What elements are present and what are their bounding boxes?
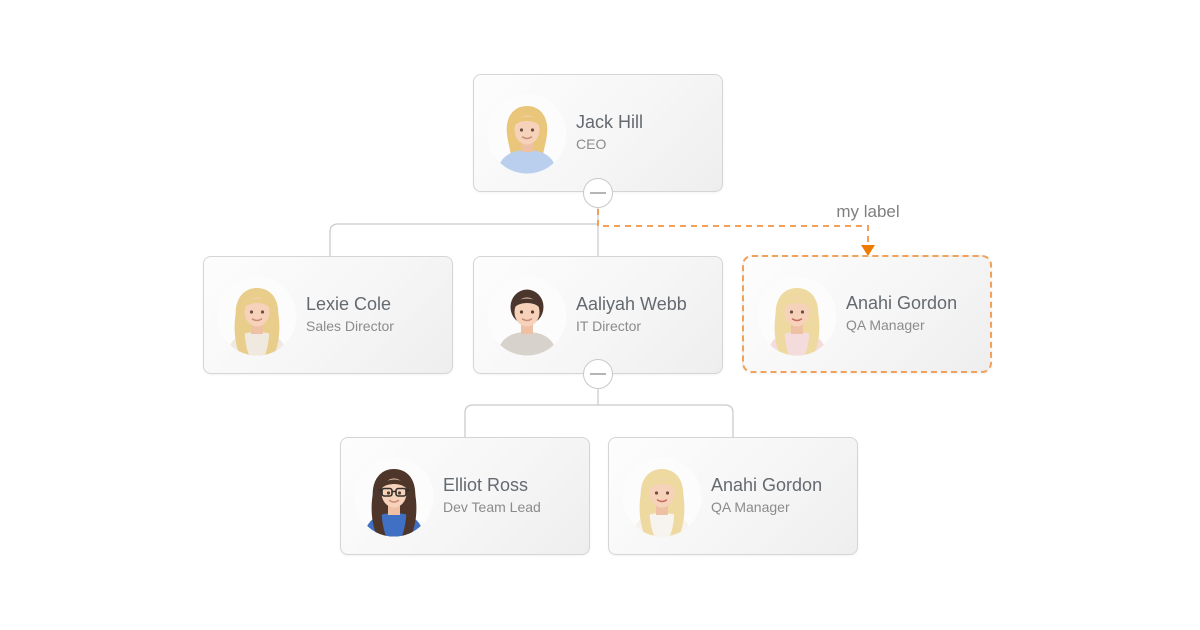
person-name: Jack Hill xyxy=(576,112,644,133)
org-node-anahi-gordon[interactable]: Anahi Gordon QA Manager xyxy=(608,437,858,555)
avatar-anahi-gordon xyxy=(622,457,702,537)
person-name: Elliot Ross xyxy=(443,475,529,496)
minus-icon xyxy=(590,373,606,375)
link-label: my label xyxy=(836,202,900,221)
person-title: QA Manager xyxy=(846,317,925,334)
avatar-anahi-gordon-highlighted xyxy=(757,276,837,356)
person-name: Lexie Cole xyxy=(306,294,392,315)
person-title: QA Manager xyxy=(711,499,790,516)
org-node-jack-hill[interactable]: Jack Hill CEO xyxy=(473,74,723,192)
person-title: IT Director xyxy=(576,318,642,335)
collapse-toggle-aaliyah-webb[interactable] xyxy=(583,359,613,389)
org-node-elliot-ross[interactable]: Elliot Ross Dev Team Lead xyxy=(340,437,590,555)
avatar-aaliyah-webb xyxy=(487,276,567,356)
org-node-lexie-cole[interactable]: Lexie Cole Sales Director xyxy=(203,256,453,374)
dashed-link-arrowhead xyxy=(861,245,875,256)
avatar-lexie-cole xyxy=(217,276,297,356)
person-name: Aaliyah Webb xyxy=(576,294,687,315)
person-name: Anahi Gordon xyxy=(711,475,823,496)
avatar-jack-hill xyxy=(487,94,567,174)
connector-it-director-to-qa-manager xyxy=(598,404,734,437)
person-title: Dev Team Lead xyxy=(443,499,541,516)
avatar-elliot-ross xyxy=(354,457,434,537)
person-title: Sales Director xyxy=(306,318,394,335)
connector-it-director-to-dev-lead xyxy=(464,404,598,437)
org-node-anahi-gordon-highlighted[interactable]: Anahi Gordon QA Manager xyxy=(742,255,992,373)
person-name: Anahi Gordon xyxy=(846,293,958,314)
person-title: CEO xyxy=(576,136,607,153)
minus-icon xyxy=(590,192,606,194)
org-node-aaliyah-webb[interactable]: Aaliyah Webb IT Director xyxy=(473,256,723,374)
collapse-toggle-jack-hill[interactable] xyxy=(583,178,613,208)
connector-ceo-to-sales-director xyxy=(329,223,598,256)
